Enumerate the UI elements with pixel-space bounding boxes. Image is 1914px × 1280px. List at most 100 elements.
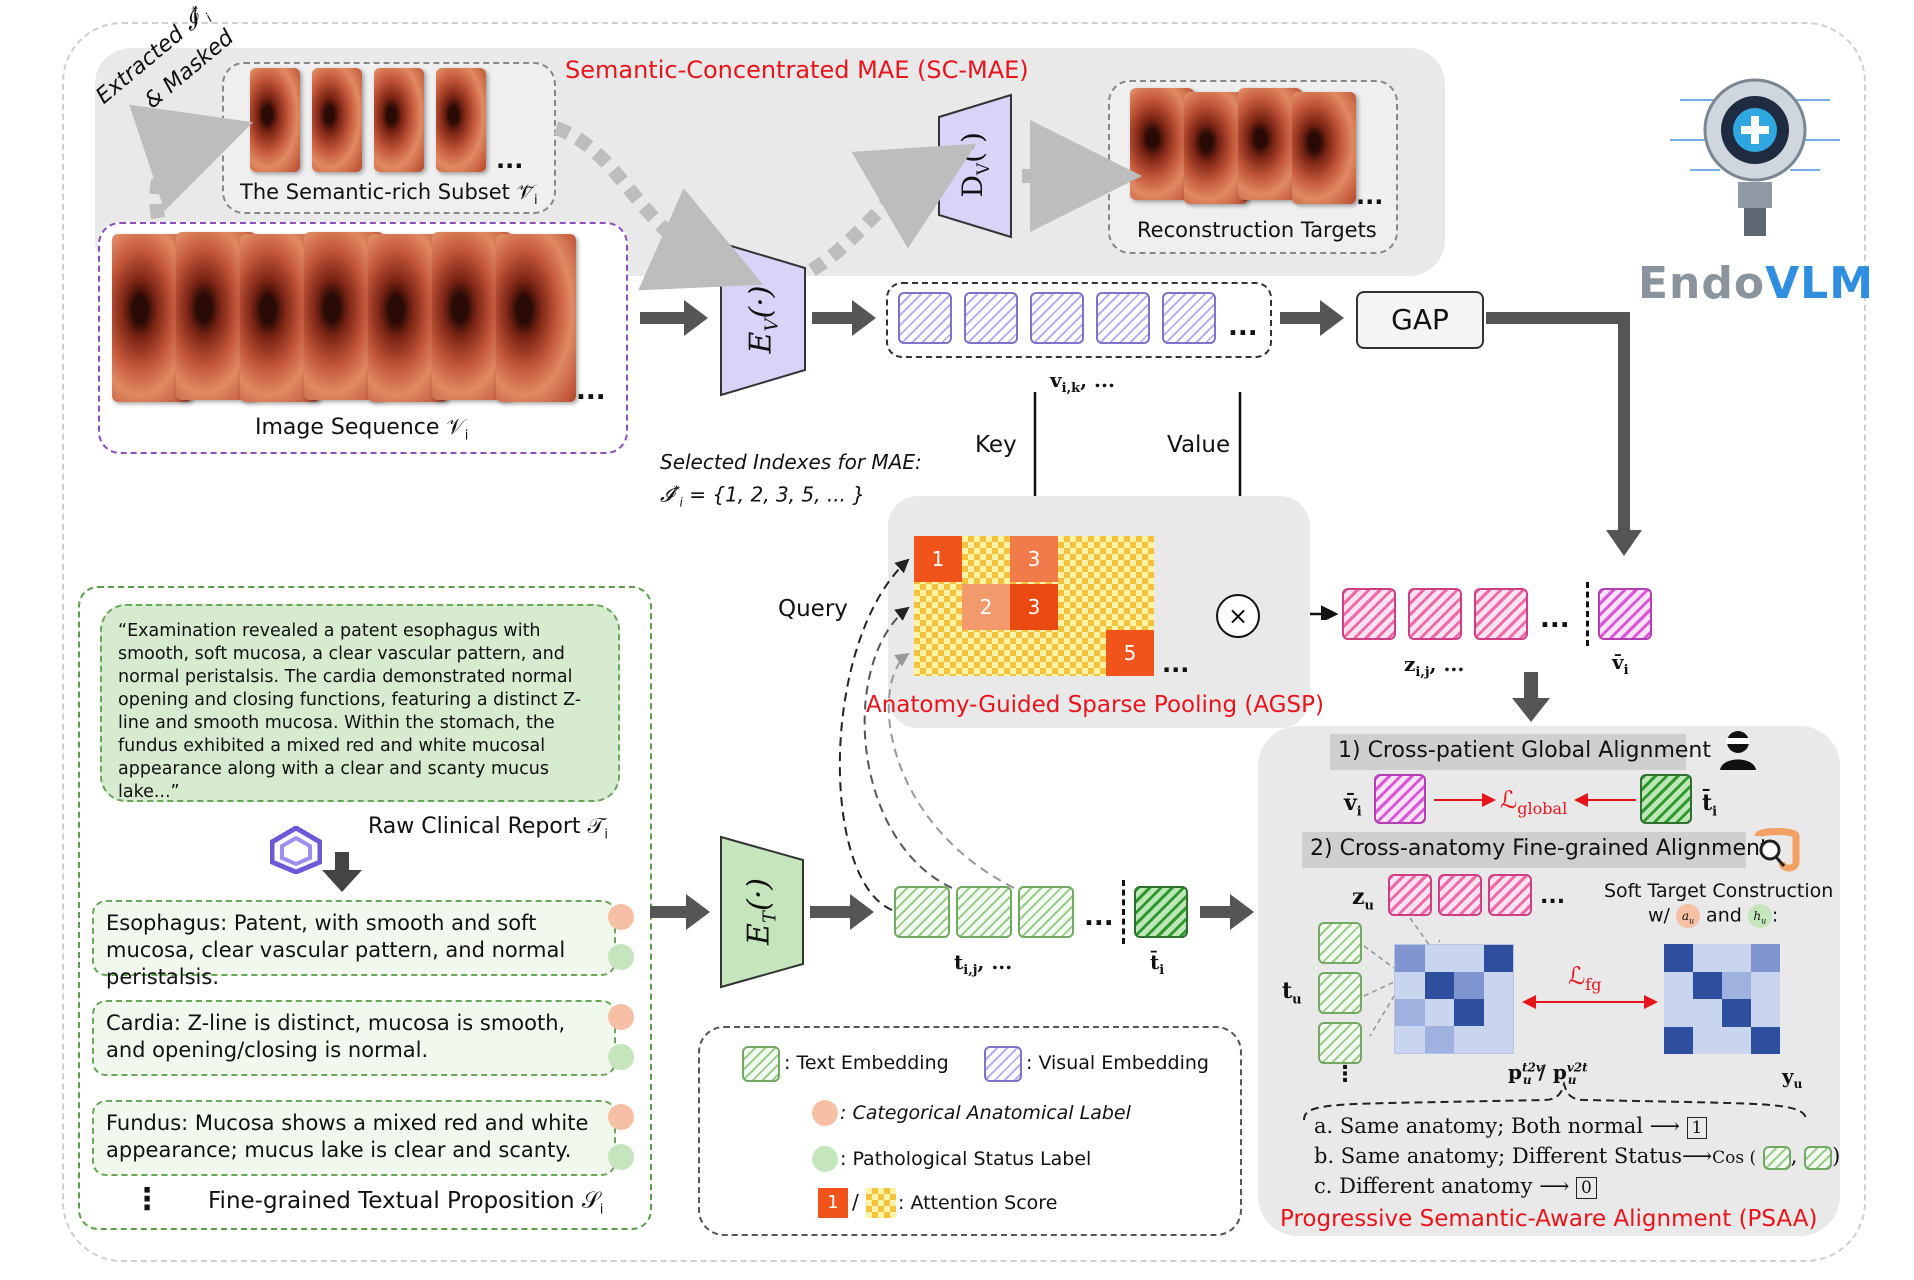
legend-attn-num: 1	[818, 1188, 848, 1218]
raw-report-bubble: “Examination revealed a patent esophagus…	[100, 604, 620, 802]
arrow-head-5	[850, 894, 874, 930]
anatomy-dot-2	[608, 1004, 634, 1030]
endovlm-logo-graphic	[1670, 78, 1840, 236]
psaa-title: Progressive Semantic-Aware Alignment (PS…	[1280, 1206, 1818, 1232]
gap-to-vbar-line-v	[1618, 312, 1630, 530]
psaa-vbar-label: v̄i	[1344, 790, 1362, 820]
vbar-token	[1598, 588, 1652, 640]
arrow-head-2	[852, 300, 876, 336]
semantic-subset-label: The Semantic-rich Subset 𝒱̃i	[240, 180, 538, 209]
proposition-esophagus: Esophagus: Patent, with smooth and soft …	[92, 900, 616, 989]
rule-b-text-swatch	[1762, 1145, 1791, 1170]
value-label: Value	[1167, 432, 1231, 458]
arrow-encoder-to-tokens	[812, 312, 852, 324]
arrow-seq-to-encoder	[640, 312, 684, 324]
proposition-fundus: Fundus: Mucosa shows a mixed red and whi…	[92, 1100, 616, 1176]
arrow-head-3	[1320, 300, 1344, 336]
status-dot-2	[608, 1044, 634, 1070]
arrow-text-encoder-to-tokens	[810, 906, 850, 918]
llm-icon	[270, 826, 322, 874]
image-sequence-label: Image Sequence 𝒱i	[255, 415, 469, 444]
arrow-head-4	[686, 894, 710, 930]
status-dot-1	[608, 944, 634, 970]
status-dot-3	[608, 1144, 634, 1170]
rule-a: a. Same anatomy; Both normal ⟶ 1	[1314, 1114, 1708, 1139]
pooled-ellipsis: ...	[1540, 604, 1570, 634]
step2-label: 2) Cross-anatomy Fine-grained Alignment	[1310, 836, 1769, 861]
vbar-label: v̄i	[1612, 650, 1629, 678]
global-loss-label: ℒglobal	[1500, 786, 1568, 818]
raw-report-label: Raw Clinical Report 𝒯i	[368, 814, 608, 843]
visual-token-ellipsis: ...	[1228, 312, 1258, 342]
vik-label: vi,k, ...	[1050, 368, 1115, 396]
anonymous-patient-icon	[1720, 731, 1756, 770]
query-label: Query	[778, 596, 848, 622]
attention-cell-1: 1	[914, 536, 962, 582]
text-encoder-shape	[720, 835, 804, 989]
to-psaa-head	[1512, 698, 1550, 722]
text-divider	[1122, 880, 1125, 944]
attention-ellipsis: ...	[1162, 650, 1190, 678]
global-loss-arrows	[1434, 793, 1636, 807]
report-vdots: ⋮	[132, 1182, 162, 1217]
zij-label: zi,j, ...	[1404, 652, 1465, 680]
soft-target-label: Soft Target Construction	[1604, 880, 1834, 902]
legend-box	[698, 1026, 1242, 1236]
masked-frames	[250, 68, 520, 178]
report-down-stem	[335, 852, 349, 872]
to-psaa-stem	[1524, 672, 1538, 698]
tij-label: ti,j, ...	[954, 950, 1013, 978]
agsp-title: Anatomy-Guided Sparse Pooling (AGSP)	[866, 692, 1324, 718]
pu-connectors	[1363, 917, 1440, 1036]
arrow-report-to-text-encoder	[650, 906, 686, 918]
legend-attn-sep: /	[852, 1190, 859, 1214]
step1-label: 1) Cross-patient Global Alignment	[1338, 738, 1711, 763]
rule-c-value: 0	[1576, 1177, 1597, 1199]
rule-c: c. Different anatomy ⟶ 0	[1314, 1174, 1597, 1199]
key-label: Key	[975, 432, 1017, 458]
step2-bar	[1302, 832, 1746, 868]
zu-label: zu	[1352, 884, 1374, 914]
legend-anatomy-dot	[812, 1100, 838, 1126]
legend-visual-swatch	[984, 1046, 1022, 1082]
reconstruction-label: Reconstruction Targets	[1137, 218, 1377, 242]
proposition-cardia: Cardia: Z-line is distinct, mucosa is sm…	[92, 1000, 616, 1076]
anatomy-dot-1	[608, 904, 634, 930]
rule-a-value: 1	[1686, 1117, 1708, 1139]
endovlm-logo-text: EndoVLM	[1638, 258, 1874, 309]
arrow-head-6	[1230, 894, 1254, 930]
tu-vdots: ⋮	[1334, 1062, 1356, 1087]
psaa-tbar-label: t̄i	[1702, 790, 1718, 820]
legend-text-label: : Text Embedding	[784, 1052, 949, 1074]
reconstruction-frames	[1130, 88, 1370, 208]
attention-cell-3b: 3	[1010, 584, 1058, 630]
fine-grained-label: Fine-grained Textual Proposition 𝒮i	[208, 1188, 604, 1218]
psaa-vbar-token	[1374, 774, 1426, 824]
text-token-ellipsis: ...	[1084, 902, 1114, 932]
report-down-head	[322, 870, 362, 892]
gap-to-vbar-head	[1606, 530, 1642, 556]
legend-status-label: : Pathological Status Label	[840, 1148, 1092, 1170]
legend-anatomy-label: : Categorical Anatomical Label	[840, 1102, 1131, 1124]
fg-loss-arrows	[1522, 995, 1658, 1009]
legend-attn-checker	[866, 1188, 896, 1218]
arrow-text-to-psaa	[1200, 906, 1230, 918]
sc-mae-title: Semantic-Concentrated MAE (SC-MAE)	[565, 56, 1029, 84]
attention-cell-5: 5	[1106, 630, 1154, 676]
anatomy-dot-3	[608, 1104, 634, 1130]
mae-flow-arrows	[129, 104, 1142, 291]
legend-text-swatch	[742, 1046, 780, 1082]
zu-ellipsis: ...	[1540, 884, 1566, 909]
recon-ellipsis: ...	[1356, 182, 1384, 210]
legend-attn-label: : Attention Score	[898, 1192, 1058, 1214]
image-sequence-frames	[112, 232, 592, 407]
tu-label: tu	[1282, 978, 1302, 1008]
attention-cell-3a: 3	[1010, 536, 1058, 582]
arrow-tokens-to-gap	[1280, 312, 1320, 324]
pu-matrix	[1394, 944, 1514, 1054]
pu-label: pt2vu / pv2tu	[1508, 1060, 1588, 1087]
soft-target-with: w/ au and hu:	[1648, 904, 1779, 928]
intestine-search-icon	[1754, 828, 1800, 872]
au-dot: au	[1676, 904, 1700, 928]
step1-bar	[1330, 734, 1686, 770]
